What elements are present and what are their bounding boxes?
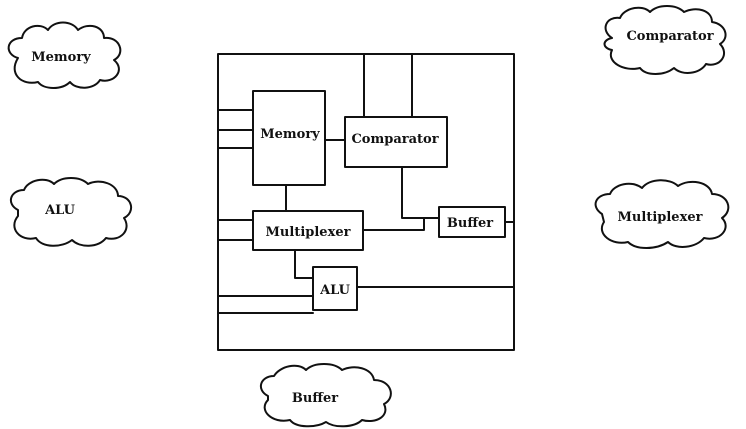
comparator-block	[344, 116, 448, 168]
cloud-buffer-label: Buffer	[292, 391, 338, 406]
buffer-block-label: Buffer	[447, 216, 493, 231]
cloud-multiplexer-label: Multiplexer	[618, 210, 703, 225]
alu-block-label: ALU	[319, 283, 351, 298]
cloud-alu	[9, 177, 133, 247]
cloud-multiplexer	[594, 179, 730, 249]
cloud-comparator-label: Comparator	[626, 29, 713, 44]
board-outline	[217, 53, 515, 351]
cloud-buffer	[259, 363, 392, 428]
alu-block	[312, 266, 358, 311]
cloud-memory-label: Memory	[31, 50, 91, 65]
memory-block	[252, 90, 326, 186]
wire-comparator-buffer	[401, 166, 440, 219]
multiplexer-block-label: Multiplexer	[266, 225, 351, 240]
wire-mux-alu	[294, 249, 314, 279]
cloud-memory	[7, 21, 122, 89]
memory-block-label: Memory	[260, 127, 320, 142]
cloud-comparator	[603, 5, 727, 75]
wire-mux-buffer	[362, 217, 425, 231]
cloud-alu-label: ALU	[44, 203, 76, 218]
comparator-block-label: Comparator	[351, 132, 438, 147]
